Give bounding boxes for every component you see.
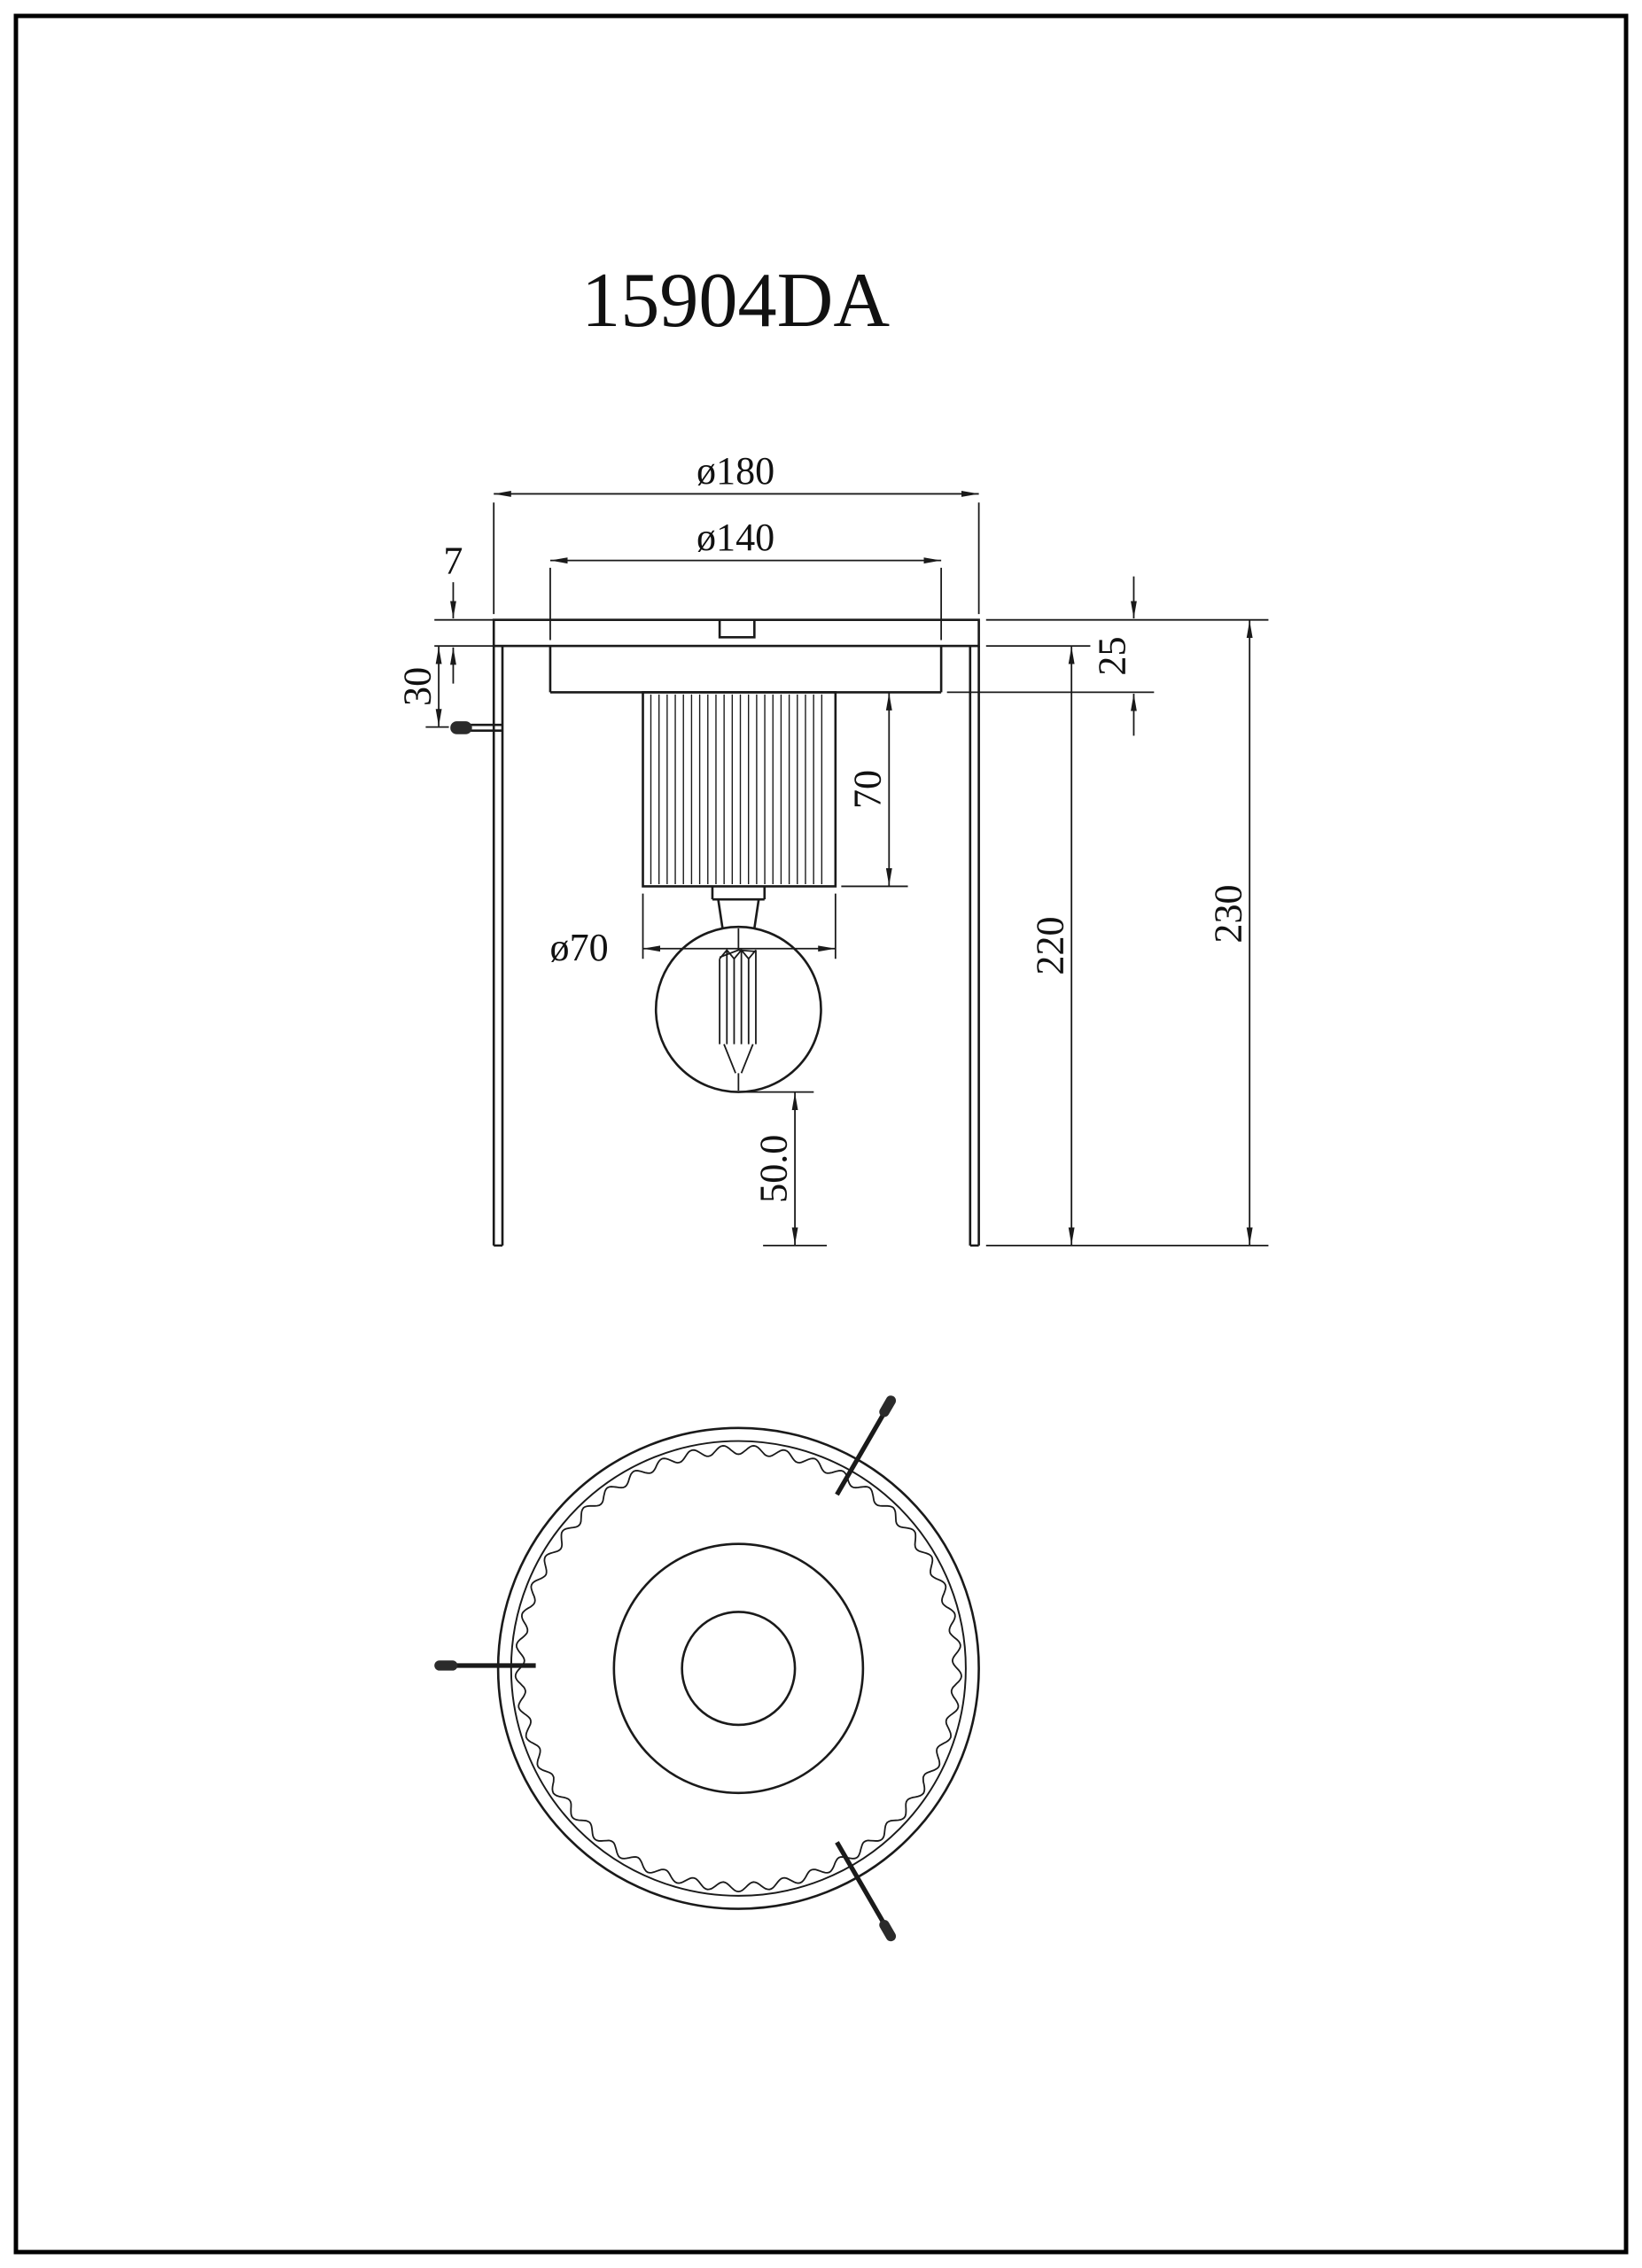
drawing-title: 15904DA bbox=[581, 257, 890, 344]
dim-holder-height-label: 70 bbox=[846, 770, 890, 809]
flute-wave-path bbox=[514, 1445, 962, 1893]
dim-total-height-label: 230 bbox=[1206, 884, 1249, 943]
dim-shade-top-offset: 30 bbox=[395, 646, 449, 728]
dim-bulb-bottom-clearance-label: 50.0 bbox=[751, 1135, 795, 1203]
page-border bbox=[13, 13, 1629, 2255]
dim-shade-top-offset-label: 30 bbox=[395, 667, 439, 706]
dim-bulb-bottom-clearance: 50.0 bbox=[741, 1091, 828, 1247]
pin-tip bbox=[879, 1920, 897, 1942]
mounting-notch bbox=[718, 619, 756, 639]
canopy-disc bbox=[492, 618, 980, 648]
filament-coils bbox=[719, 950, 757, 1045]
extension-lines bbox=[985, 645, 1269, 1247]
dim-canopy-height-label: 25 bbox=[1091, 636, 1134, 675]
shade-left-wall bbox=[492, 646, 504, 1247]
socket-collar bbox=[711, 886, 767, 929]
canopy-plate bbox=[549, 646, 943, 694]
dim-canopy-inner-diameter-label: ø140 bbox=[696, 516, 774, 559]
extension-lines bbox=[549, 567, 943, 641]
mounting-pin-bottom bbox=[835, 1841, 897, 1942]
dim-holder-diameter-label: ø70 bbox=[550, 926, 609, 969]
bulb-globe bbox=[654, 925, 822, 1093]
dim-flange-thickness: 7 bbox=[434, 539, 494, 684]
mounting-pin-left bbox=[434, 1660, 536, 1671]
outer-rim-circle bbox=[496, 1426, 980, 1910]
shade-right-wall bbox=[969, 646, 980, 1247]
holder-ribs bbox=[650, 694, 823, 885]
dim-flange-thickness-label: 7 bbox=[443, 539, 463, 582]
dim-shade-height-label: 220 bbox=[1028, 916, 1071, 975]
bottom-view bbox=[434, 1395, 980, 1942]
dim-outer-diameter: ø180 bbox=[493, 449, 980, 615]
mounting-pin-top bbox=[835, 1395, 897, 1496]
holder-circle bbox=[612, 1542, 865, 1795]
dim-outer-diameter-label: ø180 bbox=[696, 449, 774, 493]
dim-holder-height: 70 bbox=[841, 693, 908, 888]
lamp-holder bbox=[642, 691, 837, 888]
dim-canopy-height: 25 bbox=[946, 576, 1155, 736]
pin-rod bbox=[835, 1841, 887, 1926]
extension-lines bbox=[741, 1091, 828, 1247]
extension-lines bbox=[434, 618, 494, 647]
inner-rim-circle bbox=[510, 1440, 967, 1897]
pin-tip bbox=[434, 1660, 458, 1671]
bulb-filament bbox=[719, 928, 757, 1091]
pin-tip bbox=[879, 1395, 897, 1418]
pin-rod bbox=[835, 1410, 887, 1496]
dim-canopy-inner-diameter: ø140 bbox=[549, 516, 943, 641]
pin-tip bbox=[450, 721, 472, 734]
pin-rod bbox=[466, 723, 503, 733]
filament-bottom-leads bbox=[723, 1044, 754, 1091]
dim-holder-diameter: ø70 bbox=[550, 893, 837, 969]
front-view: ø180 ø140 7 30 25 bbox=[395, 449, 1269, 1247]
dim-shade-height: 220 bbox=[985, 645, 1269, 1247]
extension-lines bbox=[493, 502, 980, 615]
socket-circle bbox=[681, 1611, 797, 1727]
dim-total-height: 230 bbox=[985, 618, 1269, 1246]
side-mounting-pin bbox=[450, 721, 503, 734]
